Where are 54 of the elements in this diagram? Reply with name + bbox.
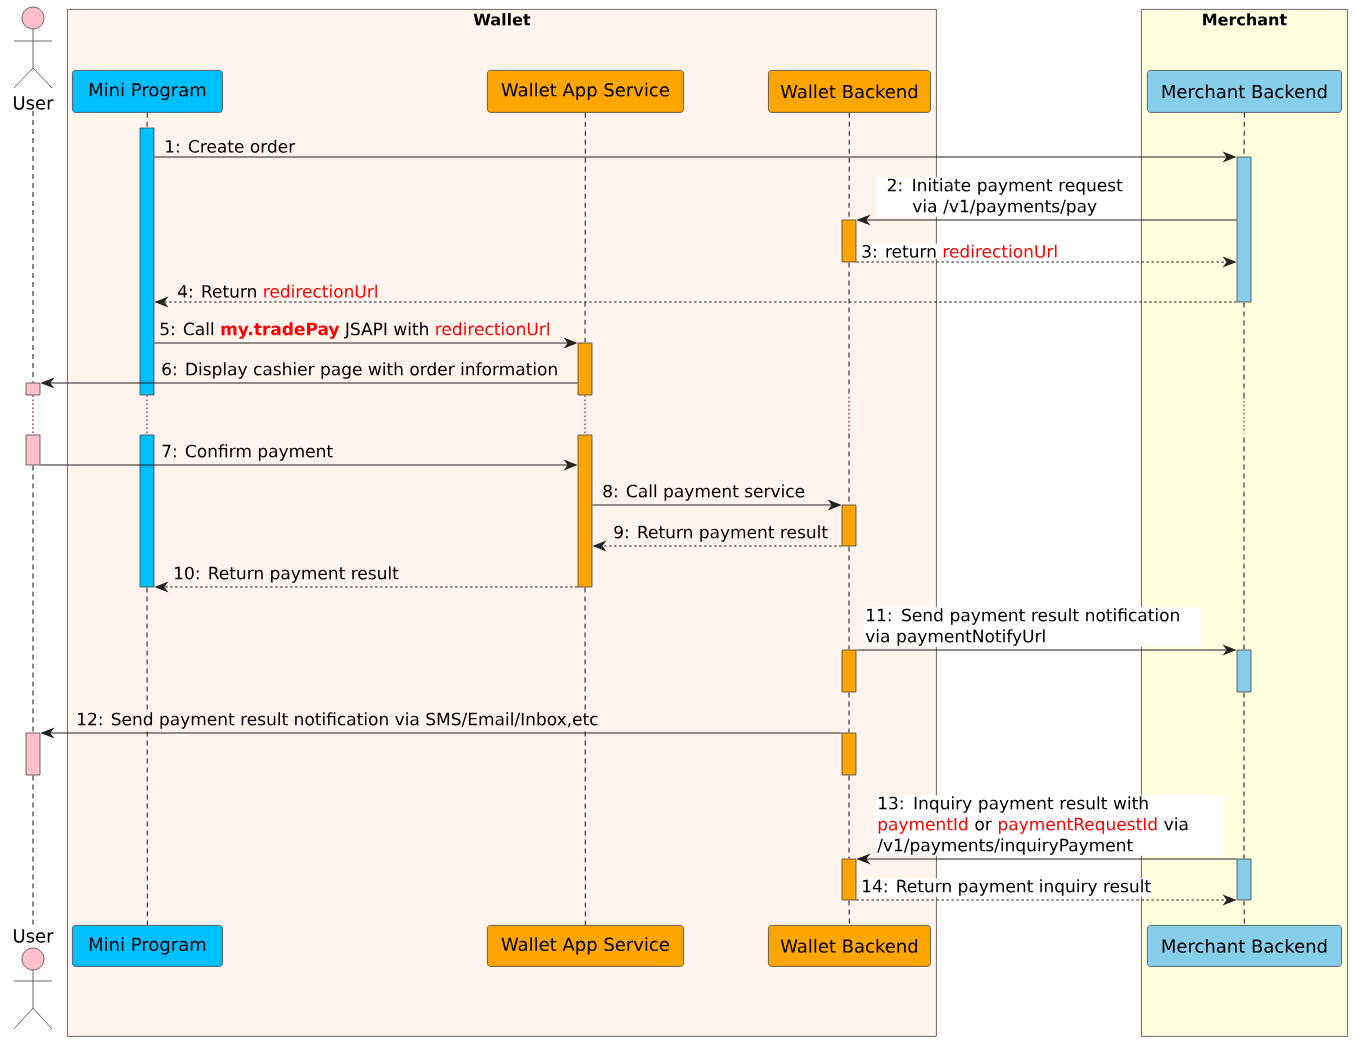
actor: User	[13, 929, 54, 1030]
participant-box: Wallet App Service	[487, 925, 684, 967]
actor: User	[13, 6, 54, 110]
message-label: 3: return redirectionUrl	[860, 243, 1060, 259]
participant-box: Wallet Backend	[768, 925, 931, 967]
lifeline	[584, 394, 586, 436]
message-label: 9: Return payment result	[612, 524, 829, 543]
lifeline	[1243, 301, 1245, 651]
message-label: 7: Confirm payment	[160, 443, 335, 462]
activation-bar	[139, 434, 155, 588]
activation-bar	[25, 732, 41, 776]
activation-bar	[25, 382, 41, 396]
lifeline	[848, 691, 850, 734]
message-label: 8: Call payment service	[601, 483, 807, 502]
activation-bar	[841, 732, 857, 776]
participant-box: Merchant Backend	[1147, 70, 1342, 113]
lifeline	[32, 394, 34, 436]
activation-bar	[841, 649, 857, 693]
lifeline	[146, 112, 148, 129]
activation-bar	[841, 219, 857, 263]
activation-bar	[841, 504, 857, 547]
message-label: 13: Inquiry payment result with paymentId or paymentRequestId via /v1/payments/inquiryPayment	[876, 795, 1224, 856]
lifeline	[146, 586, 148, 926]
lifeline	[584, 112, 586, 344]
activation-bar	[1236, 156, 1252, 303]
activation-bar	[139, 127, 155, 396]
participant-box: Mini Program	[72, 925, 223, 967]
lifeline	[32, 110, 34, 384]
message-label: 14: Return payment inquiry result	[860, 878, 1153, 897]
lifeline	[146, 394, 148, 436]
lifeline	[848, 545, 850, 651]
activation-bar	[577, 434, 593, 588]
node-label: User	[14, 96, 54, 110]
participant-box: Mini Program	[72, 70, 223, 113]
activation-bar	[577, 342, 593, 396]
message-label: 12: Send payment result notification via SMS/Email/Inbox,etc	[75, 711, 600, 730]
message-label: 2: Initiate payment request via /v1/payments/pay	[876, 177, 1134, 217]
lifeline	[1243, 899, 1245, 926]
activation-bar	[25, 434, 41, 466]
participant-box: Wallet Backend	[768, 70, 931, 113]
activation-bar	[1236, 858, 1252, 901]
node-label: User	[14, 929, 54, 943]
participant-box: Merchant Backend	[1147, 925, 1342, 967]
lifeline	[848, 774, 850, 860]
lifeline	[848, 899, 850, 926]
lifeline	[584, 586, 586, 926]
activation-bar	[1236, 649, 1252, 693]
participant-box: Wallet App Service	[487, 70, 684, 113]
message-label: 5: Call my.tradePay JSAPI with redirectionUrl	[158, 321, 552, 340]
activation-bar	[841, 858, 857, 901]
message-label: 6: Display cashier page with order information	[160, 361, 560, 380]
message-label: 11: Send payment result notification via paymentNotifyUrl	[864, 607, 1202, 647]
lifeline	[1243, 691, 1245, 860]
message-label: 10: Return payment result	[172, 565, 400, 584]
